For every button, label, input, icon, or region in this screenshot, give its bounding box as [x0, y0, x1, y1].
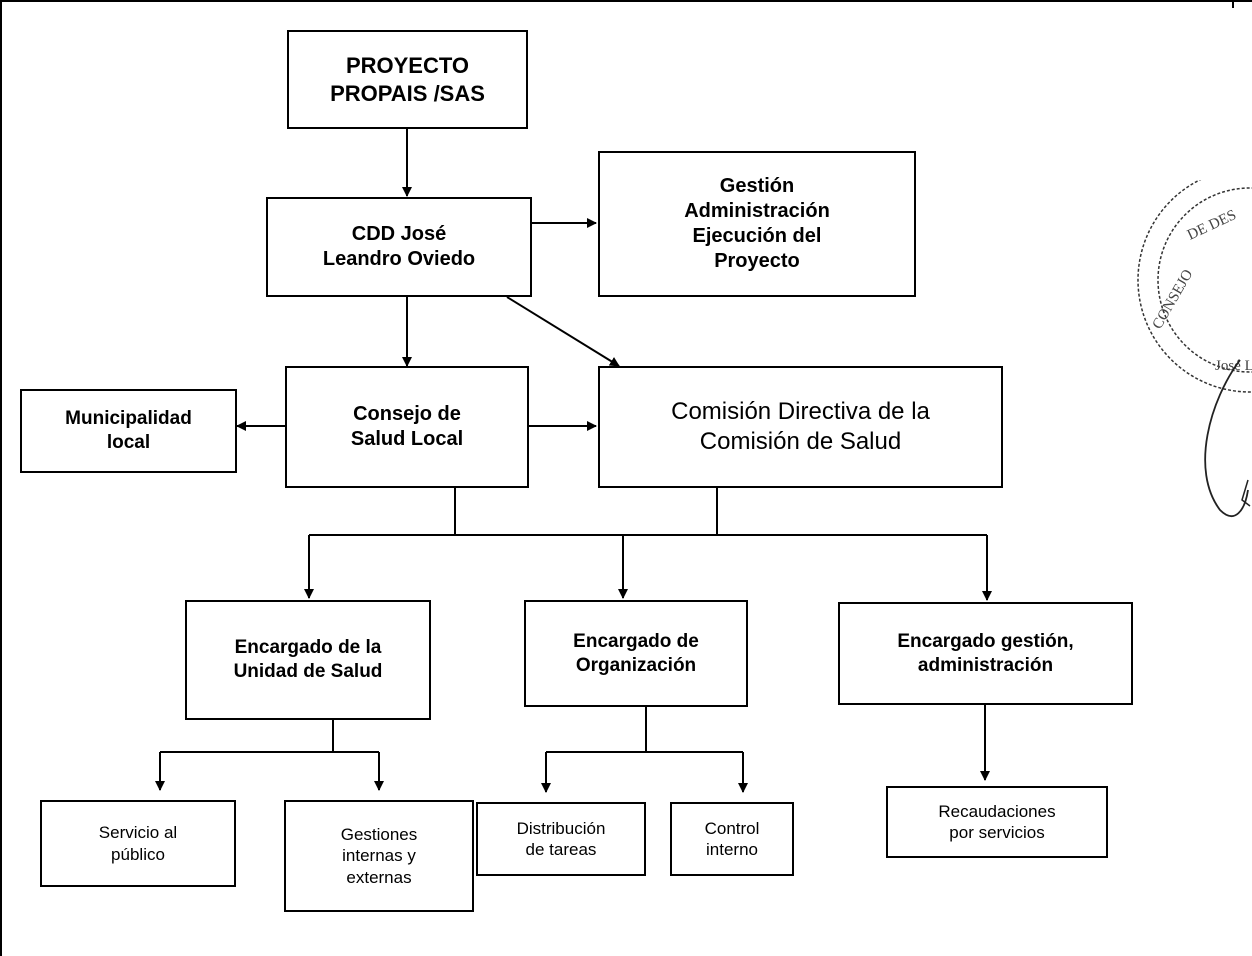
node-consejo: Consejo de Salud Local: [285, 366, 529, 488]
node-recaudaciones: Recaudaciones por servicios: [886, 786, 1108, 858]
official-seal-stamp: CONSEJO DE DES José L: [1137, 180, 1252, 517]
svg-text:José L: José L: [1215, 358, 1252, 374]
node-distribucion: Distribución de tareas: [476, 802, 646, 876]
page-frame-right: [1232, 0, 1234, 8]
node-gestion: Gestión Administración Ejecución del Pro…: [598, 151, 916, 297]
node-municipalidad: Municipalidad local: [20, 389, 237, 473]
node-gestion-admin: Encargado gestión, administración: [838, 602, 1133, 705]
node-cdd: CDD José Leandro Oviedo: [266, 197, 532, 297]
node-organizacion: Encargado de Organización: [524, 600, 748, 707]
page-frame-left: [0, 0, 2, 956]
page-frame-top: [0, 0, 1252, 2]
node-proyecto: PROYECTO PROPAIS /SAS: [287, 30, 528, 129]
node-gestiones: Gestiones internas y externas: [284, 800, 474, 912]
node-comision: Comisión Directiva de la Comisión de Sal…: [598, 366, 1003, 488]
svg-text:CONSEJO: CONSEJO: [1150, 267, 1197, 332]
arrow-cdd-comision: [506, 296, 620, 367]
node-control: Control interno: [670, 802, 794, 876]
node-servicio: Servicio al público: [40, 800, 236, 887]
node-unidad-salud: Encargado de la Unidad de Salud: [185, 600, 431, 720]
signature-icon: [1204, 359, 1249, 517]
svg-text:DE DES: DE DES: [1185, 207, 1239, 244]
